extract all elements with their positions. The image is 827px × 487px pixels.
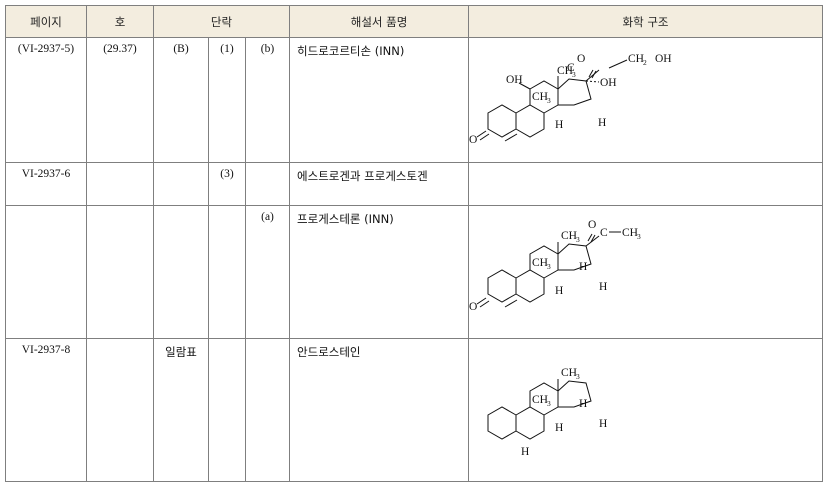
cell-para3 (244, 162, 291, 206)
progesterone-ch3-19-label: CH (532, 257, 548, 269)
progesterone-ch3-19-sub: 3 (547, 262, 551, 271)
hydrocortisone-ch3-19-sub: 3 (547, 96, 551, 105)
header-number: 호 (86, 5, 154, 38)
cell-para1: 일람표 (153, 338, 209, 482)
header-product-name: 해설서 품명 (289, 5, 470, 38)
cell-para1 (153, 162, 209, 206)
cell-structure-empty (468, 162, 824, 206)
cell-para3: (b) (244, 37, 291, 163)
hydrocortisone-h14-label: H (598, 117, 606, 129)
hydrocortisone-ch3-18-sub: 3 (572, 70, 576, 79)
cell-page: (VI-2937-5) (5, 37, 87, 163)
header-structure: 화학 구조 (468, 5, 824, 38)
cell-product-name: 에스트로겐과 프로게스토겐 (289, 162, 470, 206)
hydrocortisone-o-label: O (577, 53, 585, 65)
cell-number (86, 205, 154, 339)
cell-para3: (a) (244, 205, 291, 339)
progesterone-h8-label: H (579, 261, 587, 273)
progesterone-h9-label: H (555, 285, 563, 297)
table-row: VI-2937-6 (3) 에스트로겐과 프로게스토겐 (5, 162, 824, 206)
cell-para2 (208, 338, 246, 482)
progesterone-structure: C O CH 3 CH 3 CH 3 O H H H (469, 219, 641, 313)
progesterone-ch3-21-label: CH (622, 227, 638, 239)
androstane-h8-label: H (579, 398, 587, 410)
hydrocortisone-o3-label: O (469, 134, 477, 146)
header-paragraph: 단락 (152, 5, 291, 38)
cell-product-name: 프로게스테론 (INN) (289, 205, 470, 339)
header-row: 페이지 호 단락 해설서 품명 화학 구조 (5, 5, 824, 38)
progesterone-o-label: O (588, 219, 596, 231)
cell-number (86, 338, 154, 482)
cell-product-name: 히드로코르티손 (INN) (289, 37, 470, 163)
header-page: 페이지 (5, 5, 87, 38)
androstane-structure: CH 3 CH 3 H H H H (487, 367, 607, 458)
table-row: VI-2937-8 일람표 안드로스테인 CH 3 (5, 338, 824, 482)
hydrocortisone-oh-label: OH (655, 53, 672, 65)
hydrocortisone-structure: C O CH 2 OH OH OH CH 3 CH 3 O H H (469, 53, 672, 146)
hydrocortisone-c-label: C (567, 62, 575, 74)
table-row: (a) 프로게스테론 (INN) (5, 205, 824, 339)
hydrocortisone-ch3-19-label: CH (532, 91, 548, 103)
cell-structure-progesterone: C O CH 3 CH 3 CH 3 O H H H (468, 205, 824, 339)
hydrocortisone-ch2-sub: 2 (643, 58, 647, 67)
hydrocortisone-oh17-label: OH (600, 77, 617, 89)
cell-para3 (244, 338, 291, 482)
androstane-ch3-19-label: CH (532, 394, 548, 406)
androstane-h9-label: H (555, 422, 563, 434)
cell-para2: (1) (208, 37, 246, 163)
cell-para2 (208, 205, 246, 339)
cell-structure-hydrocortisone: C O CH 2 OH OH OH CH 3 CH 3 O H H (468, 37, 824, 163)
hydrocortisone-h9-label: H (555, 119, 563, 131)
androstane-ch3-18-label: CH (561, 367, 577, 379)
cell-page: VI-2937-6 (5, 162, 87, 206)
product-table: 페이지 호 단락 해설서 품명 화학 구조 (VI-2937-5) (29.37… (5, 5, 824, 482)
progesterone-c-label: C (600, 227, 608, 239)
androstane-ch3-19-sub: 3 (547, 399, 551, 408)
hydrocortisone-ho11-label: OH (506, 74, 523, 86)
progesterone-ch3-18-sub: 3 (576, 235, 580, 244)
cell-page: VI-2937-8 (5, 338, 87, 482)
table-row: (VI-2937-5) (29.37) (B) (1) (b) 히드로코르티손 … (5, 37, 824, 163)
cell-para1: (B) (153, 37, 209, 163)
androstane-h14-label: H (599, 418, 607, 430)
progesterone-ch3-18-label: CH (561, 230, 577, 242)
cell-number: (29.37) (86, 37, 154, 163)
progesterone-o3-label: O (469, 301, 477, 313)
cell-para1 (153, 205, 209, 339)
progesterone-h14-label: H (599, 281, 607, 293)
progesterone-ch3-21-sub: 3 (637, 232, 641, 241)
androstane-h5-label: H (521, 446, 529, 458)
hydrocortisone-ch2-label: CH (628, 53, 644, 65)
cell-para2: (3) (208, 162, 246, 206)
cell-page (5, 205, 87, 339)
cell-structure-androstane: CH 3 CH 3 H H H H (468, 338, 824, 482)
cell-product-name: 안드로스테인 (289, 338, 470, 482)
androstane-ch3-18-sub: 3 (576, 372, 580, 381)
cell-number (86, 162, 154, 206)
hydrocortisone-ch3-18-label: CH (557, 65, 573, 77)
